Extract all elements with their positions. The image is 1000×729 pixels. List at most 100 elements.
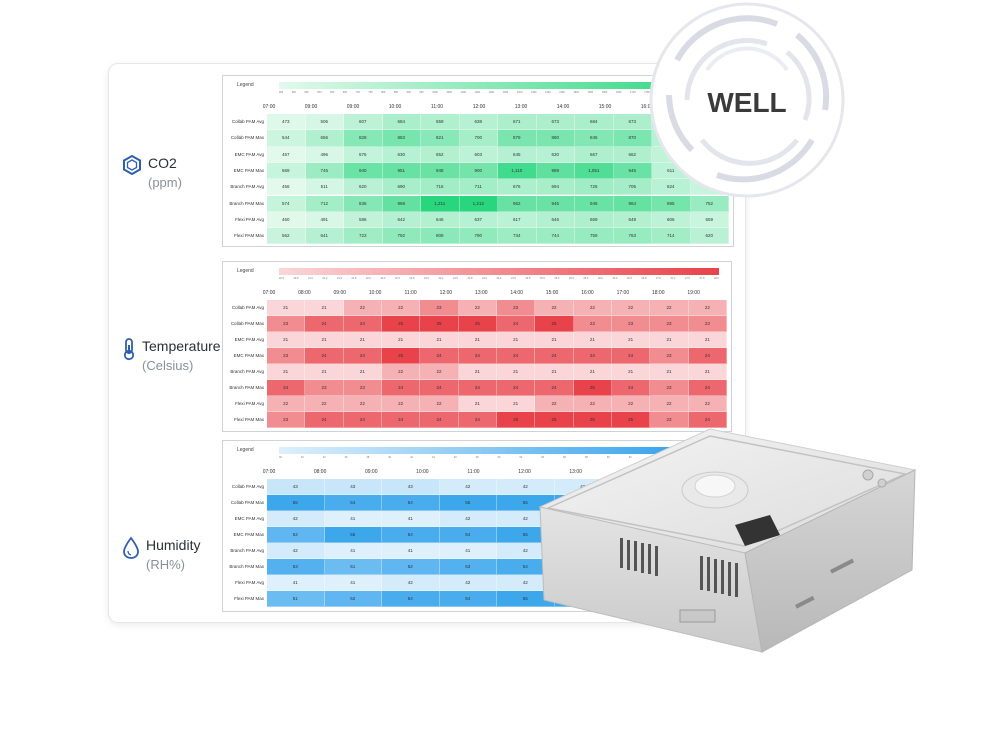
heatmap-cell: 24 — [535, 348, 574, 364]
row-label: Collab PAM Avg — [231, 484, 264, 489]
legend-color-bar — [279, 82, 721, 89]
heatmap-cell: 22 — [688, 300, 727, 316]
heatmap-cell: 23 — [650, 412, 689, 428]
legend-tick: 54 — [541, 456, 545, 459]
heatmap-cell: 23 — [650, 348, 689, 364]
heatmap-cell: 630 — [382, 146, 421, 163]
legend-tick: 40 — [388, 456, 392, 459]
legend-tick: 1600 — [601, 91, 608, 94]
heatmap-cell: 21 — [305, 332, 344, 348]
legend-tick: 62 — [628, 456, 632, 459]
legend-tick: 48 — [475, 456, 479, 459]
legend-tick: 26.5 — [627, 277, 632, 280]
heatmap-cell: 662 — [613, 146, 652, 163]
legend-tick: 1450 — [559, 91, 565, 94]
time-label: 09:00 — [304, 104, 318, 110]
heatmap-cell: 22 — [535, 396, 574, 412]
heatmap-cell: 569 — [267, 162, 306, 180]
thermometer-icon — [123, 338, 135, 361]
heatmap-cell: 22 — [650, 300, 689, 316]
heatmap-cell: 671 — [498, 114, 537, 131]
heatmap-cell: 1,211 — [421, 195, 460, 212]
time-label: 19:00 — [687, 290, 700, 296]
heatmap-cell: 638 — [459, 114, 498, 131]
heatmap-cell: 586 — [344, 211, 383, 229]
heatmap-cell: 964 — [613, 195, 652, 212]
time-label: 13:00 — [569, 469, 582, 475]
legend-tick: 800 — [381, 91, 386, 94]
legend-tick: 46 — [453, 456, 457, 459]
heatmap-cell: 808 — [421, 228, 460, 245]
heatmap-cell: 21 — [458, 364, 497, 380]
heatmap-cell: 491 — [305, 211, 344, 229]
heatmap-cell: 25 — [573, 412, 612, 428]
heatmap-cell: 656 — [305, 130, 344, 147]
heatmap-cell: 22 — [382, 300, 421, 316]
badge-label: WELL — [707, 87, 786, 118]
heatmap-cell: 21 — [535, 332, 574, 348]
legend-label: Legend — [237, 447, 254, 453]
heatmap-cell: 21 — [612, 364, 651, 380]
droplet-icon — [123, 536, 139, 559]
heatmap-cell: 55 — [267, 495, 325, 511]
heatmap-cell: 752 — [690, 195, 729, 212]
row-label: EMC PAM Max — [233, 353, 264, 358]
legend-color-bar — [279, 268, 719, 275]
heatmap-cell: 969 — [382, 195, 421, 212]
heatmap-cell: 24 — [305, 348, 344, 364]
heatmap-cell: 55 — [324, 527, 382, 543]
heatmap-cell: 624 — [652, 179, 691, 196]
heatmap-cell: 22 — [343, 396, 382, 412]
heatmap-cell: 712 — [305, 195, 344, 212]
row-label: Flexi PAM Max — [234, 417, 264, 422]
legend-tick: 25.8 — [583, 277, 589, 280]
legend-tick: 30 — [279, 456, 282, 459]
time-label: 09:00 — [333, 290, 347, 296]
heatmap-cell: 41 — [382, 543, 440, 559]
heatmap-cell: 25 — [535, 316, 574, 332]
row-label: EMC PAM Avg — [234, 151, 264, 157]
heatmap-cell: 42 — [497, 479, 555, 495]
heatmap-cell: 24 — [382, 380, 421, 396]
heatmap-cell: 21 — [650, 364, 689, 380]
legend-tick: 27.0 — [656, 277, 661, 280]
time-label: 11:00 — [404, 290, 417, 296]
heatmap-cell: 506 — [305, 114, 344, 131]
legend-tick: 27.8 — [699, 277, 705, 280]
heatmap-cell: 54 — [439, 527, 497, 543]
legend-tick: 21.5 — [337, 277, 342, 280]
time-label: 18:00 — [651, 290, 665, 296]
legend-tick: 36 — [344, 456, 348, 459]
legend-tick: 20.8 — [293, 277, 299, 280]
heatmap-cell: 711 — [459, 179, 498, 196]
heatmap-cell: 41 — [324, 511, 382, 527]
heatmap-cell: 21 — [573, 332, 612, 348]
legend-tick: 25.2 — [554, 277, 560, 280]
heatmap-cell: 24 — [497, 348, 536, 364]
metric-humidity: Humidity (RH%) — [122, 536, 200, 574]
row-label: EMC PAM Max — [233, 532, 264, 537]
heatmap-cell: 22 — [420, 396, 459, 412]
heatmap-cell: 52 — [324, 591, 382, 607]
heatmap-cell: 22 — [573, 300, 612, 316]
heatmap-cell: 24 — [420, 412, 459, 428]
heatmap-cell: 620 — [344, 179, 383, 196]
legend-tick: 24.0 — [482, 277, 487, 280]
heatmap-cell: 645 — [498, 146, 537, 163]
heatmap-cell: 23 — [612, 316, 651, 332]
heatmap-cell: 24 — [497, 316, 536, 332]
legend-tick: 1050 — [446, 91, 452, 94]
heatmap-cell: 24 — [573, 348, 612, 364]
heatmap-cell: 25 — [382, 316, 421, 332]
heatmap-cell: 714 — [652, 228, 691, 245]
time-label: 12:00 — [472, 104, 486, 110]
heatmap-cell: 21 — [688, 332, 727, 348]
time-label: 10:00 — [388, 104, 402, 110]
hexagon-icon — [123, 154, 141, 176]
legend-tick: 25.5 — [569, 277, 574, 280]
heatmap-cell: 883 — [382, 130, 421, 147]
heatmap-cell: 24 — [497, 380, 536, 396]
heatmap-cell: 700 — [459, 130, 498, 147]
